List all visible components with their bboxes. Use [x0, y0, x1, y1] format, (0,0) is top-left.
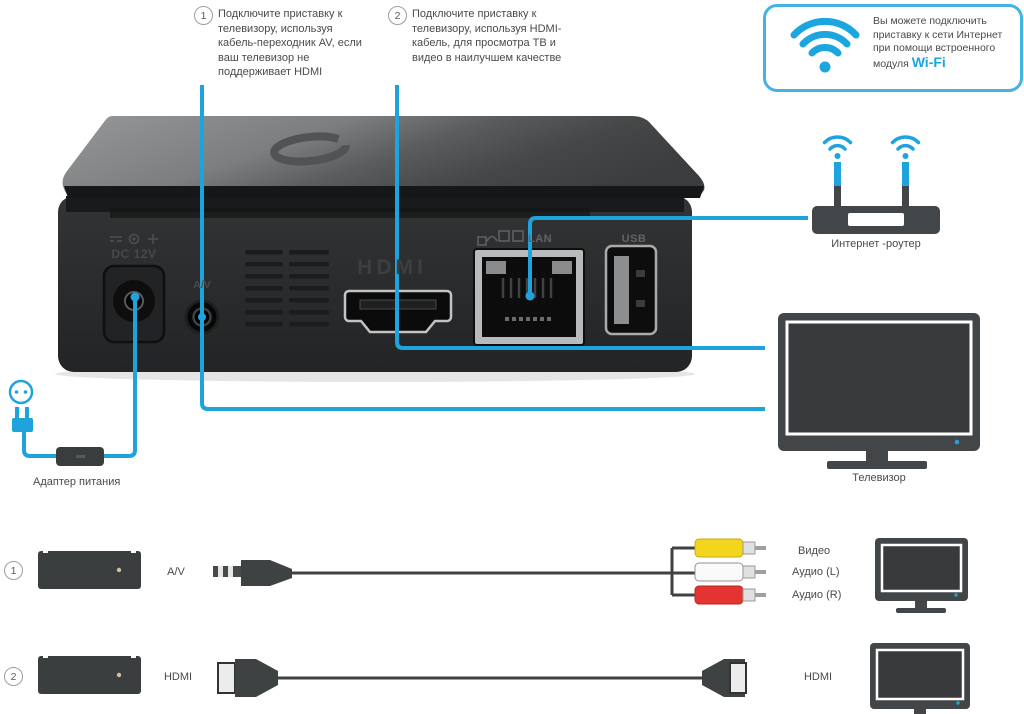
rca-plugs: [694, 538, 766, 605]
row-hdmi: [38, 643, 970, 714]
row2-connector-label: HDMI: [163, 671, 193, 683]
router-slot: [848, 213, 904, 226]
callout-1-number: 1: [194, 6, 213, 25]
callout-line-av: [200, 85, 765, 411]
callout-1-text: Подключите приставку к телевизору, испол…: [218, 8, 362, 78]
callout-lines: [200, 85, 808, 411]
tv-small-row2: [870, 643, 970, 714]
callout-line-hdmi: [395, 85, 765, 350]
adapter-caption: Адаптер питания: [33, 476, 121, 488]
stb-icon-row1: [38, 551, 141, 589]
tv-small-row1: [875, 538, 968, 613]
usb-port: [604, 244, 658, 336]
rca-red: [694, 585, 744, 605]
stb-led-row1: [116, 567, 122, 573]
jack-3-5mm-icon: [213, 560, 292, 586]
socket-icon: [8, 379, 34, 405]
row-av: [38, 538, 968, 613]
router-caption: Интернет -роутер: [831, 238, 921, 250]
router-wifi-waves: [822, 135, 921, 159]
brand-swirl-logo: [270, 132, 350, 166]
lan-port-label: LAN: [528, 233, 553, 245]
av-port-label: A/V: [193, 279, 211, 291]
stb-led-row2: [116, 672, 122, 678]
wifi-note-box: Вы можете подключить приставку к сети Ин…: [763, 4, 1023, 92]
usb-port-label: USB: [621, 233, 647, 245]
power-adapter: [8, 292, 140, 466]
hdmi-connector-right-icon: [702, 659, 747, 697]
device-top-vents: [110, 208, 590, 218]
wifi-label: Wi-Fi: [911, 53, 946, 70]
tv-power-led: [954, 439, 960, 445]
rca-yellow: [694, 538, 744, 558]
row1-connector-label: A/V: [167, 566, 185, 578]
wifi-icon: [790, 17, 860, 73]
callout-2-text: Подключите приставку к телевизору, испол…: [412, 8, 562, 64]
tv-caption: Телевизор: [852, 472, 906, 484]
vent-grille: [245, 250, 329, 327]
stb-icon-row2: [38, 656, 141, 694]
dc-connection-dot: [130, 292, 140, 302]
set-top-box: [55, 116, 705, 382]
rca-white: [694, 562, 744, 582]
callout-line-lan: [528, 216, 808, 296]
row1-number: 1: [4, 561, 23, 580]
device-lid: [62, 116, 705, 196]
row2-right-label: HDMI: [803, 671, 833, 683]
wifi-note-text: Вы можете подключить приставку к сети Ин…: [873, 15, 1003, 70]
plug-icon: [12, 407, 33, 432]
callout-2-number: 2: [388, 6, 407, 25]
lan-connection-dot: [525, 291, 535, 301]
router: [812, 135, 940, 234]
rca-audio-l-label: Аудио (L): [792, 566, 840, 578]
row2-number: 2: [4, 667, 23, 686]
av-connection-dot: [198, 313, 206, 321]
dc-port-label: DC 12V: [111, 247, 157, 261]
hdmi-connector-left-icon: [217, 659, 278, 697]
polarity-icon: [110, 233, 158, 245]
network-icon: [477, 230, 524, 246]
device-lid-edge: [64, 186, 704, 198]
hdmi-embossed-label: HDMI: [357, 256, 427, 279]
rca-video-label: Видео: [798, 545, 831, 557]
tv-large: [778, 313, 980, 469]
rca-audio-r-label: Аудио (R): [792, 589, 842, 601]
av-cable: [292, 546, 695, 597]
